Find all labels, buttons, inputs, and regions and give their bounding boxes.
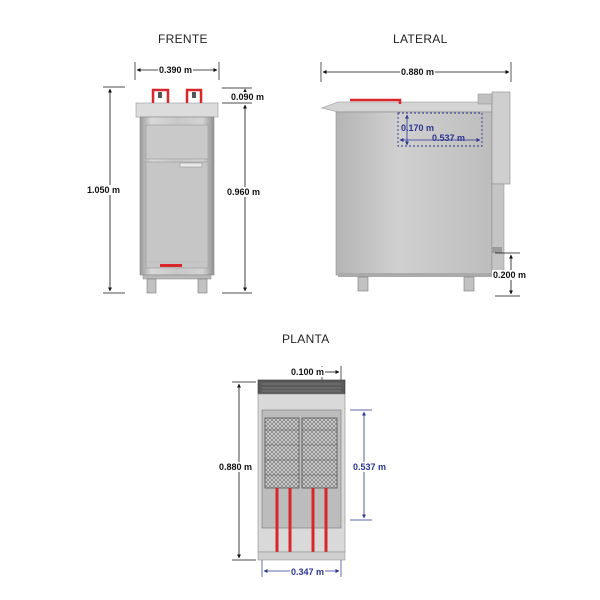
plan-basket-length-label: 0.537 m: [352, 462, 388, 472]
door-handle: [179, 162, 203, 168]
side-flue: [491, 91, 511, 185]
side-foot-rear: [463, 276, 475, 292]
plan-view: [232, 366, 372, 577]
front-basket-handle-left: [151, 88, 170, 103]
front-view: [103, 62, 252, 294]
front-width-label: 0.390 m: [158, 65, 194, 75]
front-foot-right: [197, 278, 208, 294]
front-body-height-label: 0.960 m: [226, 187, 262, 197]
plan-rear-gap-label: 0.100 m: [290, 367, 326, 377]
front-total-height-label: 1.050 m: [86, 185, 122, 195]
side-tank-outline: [397, 112, 483, 147]
brand-logo-strip: [160, 264, 182, 267]
side-basket-handle: [350, 98, 402, 104]
front-top-lip: [135, 102, 219, 118]
side-foot-height-label: 0.200 m: [492, 270, 528, 280]
side-cabinet: [335, 111, 493, 276]
plan-basket-left: [264, 417, 300, 489]
side-view-title: LATERAL: [393, 32, 448, 46]
plan-basket-right: [301, 417, 338, 489]
side-view: [320, 62, 520, 297]
front-basket-handle-right: [185, 88, 203, 103]
front-control-panel: [145, 124, 209, 160]
front-foot-left: [146, 278, 157, 294]
plan-view-title: PLANTA: [282, 332, 330, 346]
plan-width-label: 0.347 m: [290, 567, 326, 577]
front-view-title: FRENTE: [158, 32, 208, 46]
front-rim-label: 0.090 m: [230, 92, 266, 102]
side-depth-label: 0.880 m: [400, 67, 436, 77]
front-door: [145, 161, 209, 269]
plan-flue-grille: [257, 379, 346, 395]
side-tank-depth-label: 0.170 m: [401, 123, 435, 133]
side-tank-length-label: 0.537 m: [432, 133, 466, 143]
side-foot-front: [357, 276, 369, 292]
plan-depth-label: 0.880 m: [218, 462, 254, 472]
